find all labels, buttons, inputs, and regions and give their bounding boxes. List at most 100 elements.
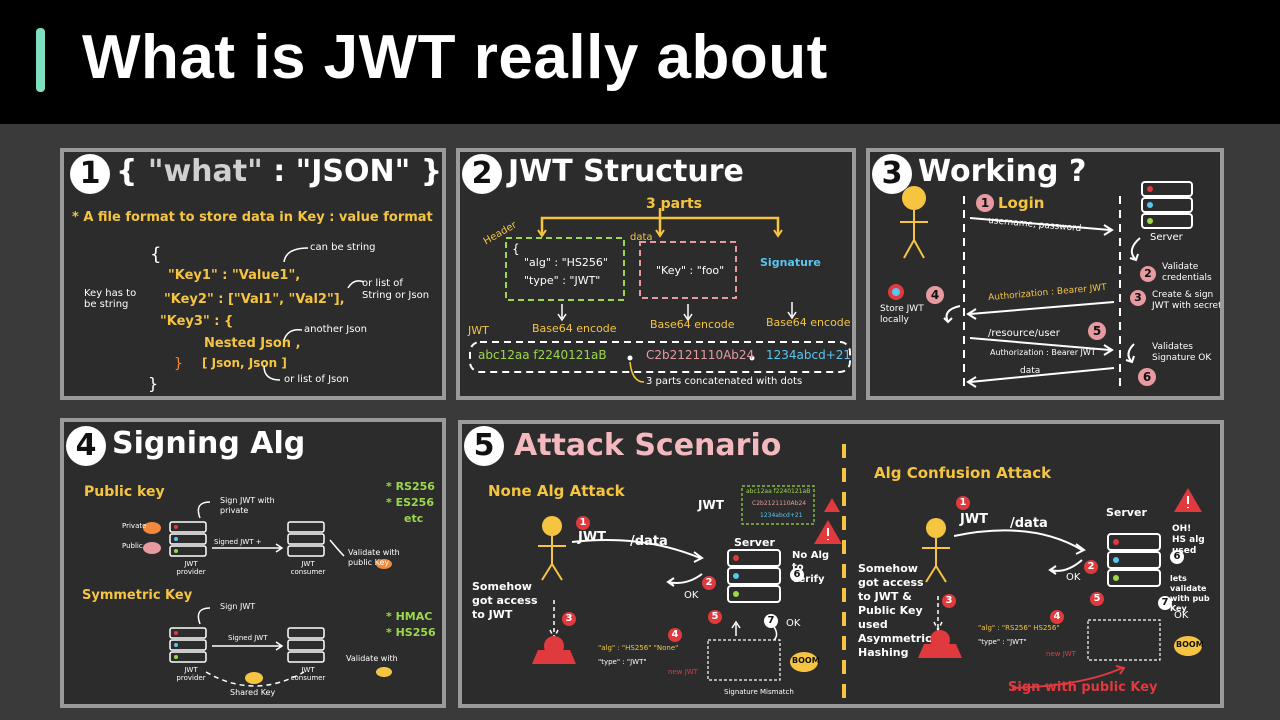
attack2-step-1: 1 xyxy=(956,496,970,510)
jwt-request-2: JWT xyxy=(960,512,989,527)
token-part-3: 1234abcd+21 xyxy=(766,348,852,362)
note-key-string: Key has to be string xyxy=(84,288,137,310)
shared-key: Shared Key xyxy=(230,688,276,697)
panel-json: 1 { "what" : "JSON" } * A file format to… xyxy=(60,148,446,400)
token-part-2: C2b2121110Ab24 xyxy=(646,348,755,362)
signature-label: Signature xyxy=(760,256,821,269)
validates-signature: Validates Signature OK xyxy=(1152,342,1212,363)
lets-validate: lets validate with pub Key xyxy=(1170,574,1210,613)
panel-title: Signing Alg xyxy=(112,426,306,461)
panel-number-badge: 2 xyxy=(462,154,502,194)
signed-jwt-plus: Signed JWT + xyxy=(214,538,262,546)
json-arrows xyxy=(263,247,365,381)
note-can-be-string: can be string xyxy=(310,242,376,253)
attack2-step-6: 6 xyxy=(1170,550,1184,564)
auth-bearer-2: Authorization : Bearer JWT xyxy=(990,348,1096,357)
title-json: "JSON" xyxy=(295,154,411,189)
title-what: "what" xyxy=(147,154,263,189)
header-alg: "alg" : "HS256" xyxy=(524,256,608,269)
json-line-1: "Key1" : "Value1", xyxy=(168,268,301,283)
panel-working: 3 Working ? 1 Login username, password S… xyxy=(866,148,1224,400)
token-b: C2b2121110Ab24 xyxy=(752,500,807,507)
sign-with-public: Sign with public Key xyxy=(1008,680,1158,695)
etc: etc xyxy=(404,512,424,525)
panel-jwt-structure: 2 JWT Structure 3 parts Header { "alg" :… xyxy=(456,148,856,400)
token-part-1: abc12aa f2240121aB xyxy=(478,348,607,362)
step-4: 4 xyxy=(926,286,944,304)
panel-title: JWT Structure xyxy=(508,154,744,189)
attack2-step-5: 5 xyxy=(1090,592,1104,606)
jwt-label-top: JWT xyxy=(698,498,724,512)
server-consumer-2 xyxy=(287,627,325,663)
brace-open: { xyxy=(116,154,138,189)
jwt-consumer-2: JWT consumer xyxy=(290,666,326,682)
jwt-request: JWT xyxy=(578,530,607,545)
validate-credentials: Validate credentials xyxy=(1162,262,1212,283)
step-3: 3 xyxy=(1130,290,1146,306)
token-c: 1234abcd+21 xyxy=(760,512,803,519)
panel-title: { "what" : "JSON" } xyxy=(116,154,442,189)
step-1: 1 xyxy=(976,194,994,212)
signature-mismatch: Signature Mismatch xyxy=(724,688,794,696)
hs256: * HS256 xyxy=(386,626,436,639)
json-line-2: "Key2" : ["Val1", "Val2"], xyxy=(164,292,345,307)
attack1-step-7: 7 xyxy=(764,614,778,628)
ok-2: OK xyxy=(786,618,801,629)
alg-rs-line: "alg" : "RS256" HS256" xyxy=(978,624,1060,632)
note-another-json: another Json xyxy=(304,324,367,335)
jwt-label: JWT xyxy=(468,324,489,337)
hmac: * HMAC xyxy=(386,610,433,623)
concat-note: 3 parts concatenated with dots xyxy=(646,376,803,387)
panel-number-badge: 1 xyxy=(70,154,110,194)
step-6: 6 xyxy=(1138,368,1156,386)
sign-with-private: Sign JWT with private xyxy=(220,496,275,515)
sign-jwt: Sign JWT xyxy=(220,602,256,611)
token-a: abc12aa f2240121aB xyxy=(746,488,811,495)
attack1-step-3: 3 xyxy=(562,612,576,626)
store-locally: Store JWT locally xyxy=(880,304,924,325)
data-label: data xyxy=(630,232,653,243)
data-request: /data xyxy=(630,534,668,549)
attack1-step-4: 4 xyxy=(668,628,682,642)
json-open-brace: { xyxy=(150,244,162,265)
data-label: data xyxy=(1020,366,1041,376)
json-outer-close: } xyxy=(148,374,159,393)
jwt-provider-2: JWT provider xyxy=(176,666,206,682)
none-alg-title: None Alg Attack xyxy=(488,482,625,500)
panel-signing-alg: 4 Signing Alg Public key * RS256 * ES256… xyxy=(60,418,446,708)
ok-1: OK xyxy=(684,590,699,601)
resource-user: /resource/user xyxy=(988,328,1060,339)
server-label: Server xyxy=(734,536,775,549)
title-bar: What is JWT really about xyxy=(0,0,1280,124)
note-list-of: or list of String or Json xyxy=(362,278,430,301)
working-diagram xyxy=(888,181,1193,388)
boom-2: BOOM xyxy=(1176,640,1204,649)
attack1-step-6: 6 xyxy=(790,568,804,582)
panel-attack: 5 Attack Scenario xyxy=(458,420,1224,708)
jwt-consumer-1: JWT consumer xyxy=(290,560,326,576)
jwt-provider-1: JWT provider xyxy=(176,560,206,576)
type-line: "type" : "JWT" xyxy=(598,658,647,666)
json-inner-close: } xyxy=(174,356,183,372)
structure-diagram xyxy=(469,208,851,383)
signing-diagram xyxy=(143,501,392,687)
new-jwt-2: new JWT xyxy=(1046,650,1076,658)
create-sign: Create & sign JWT with secret xyxy=(1152,290,1222,311)
somehow-access-2: Somehow got access to JWT & Public Key u… xyxy=(858,562,932,659)
panel-title: Attack Scenario xyxy=(514,428,782,463)
attack2-step-3: 3 xyxy=(942,594,956,608)
public-label: Public xyxy=(122,542,143,550)
encode-1: Base64 encode xyxy=(532,322,617,335)
ok-3: OK xyxy=(1066,572,1081,583)
server-provider-1 xyxy=(169,521,207,557)
panel-title: Working ? xyxy=(918,154,1087,189)
new-jwt-1: new JWT xyxy=(668,668,698,676)
rs256: * RS256 xyxy=(386,480,435,493)
somehow-access: Somehow got access to JWT xyxy=(472,580,538,621)
step-2: 2 xyxy=(1140,266,1156,282)
page-title: What is JWT really about xyxy=(82,23,828,92)
symmetric-heading: Symmetric Key xyxy=(82,588,193,603)
public-key-heading: Public key xyxy=(84,484,165,500)
header-type: "type" : "JWT" xyxy=(524,274,601,287)
type-line-2: "type" : "JWT" xyxy=(978,638,1027,646)
